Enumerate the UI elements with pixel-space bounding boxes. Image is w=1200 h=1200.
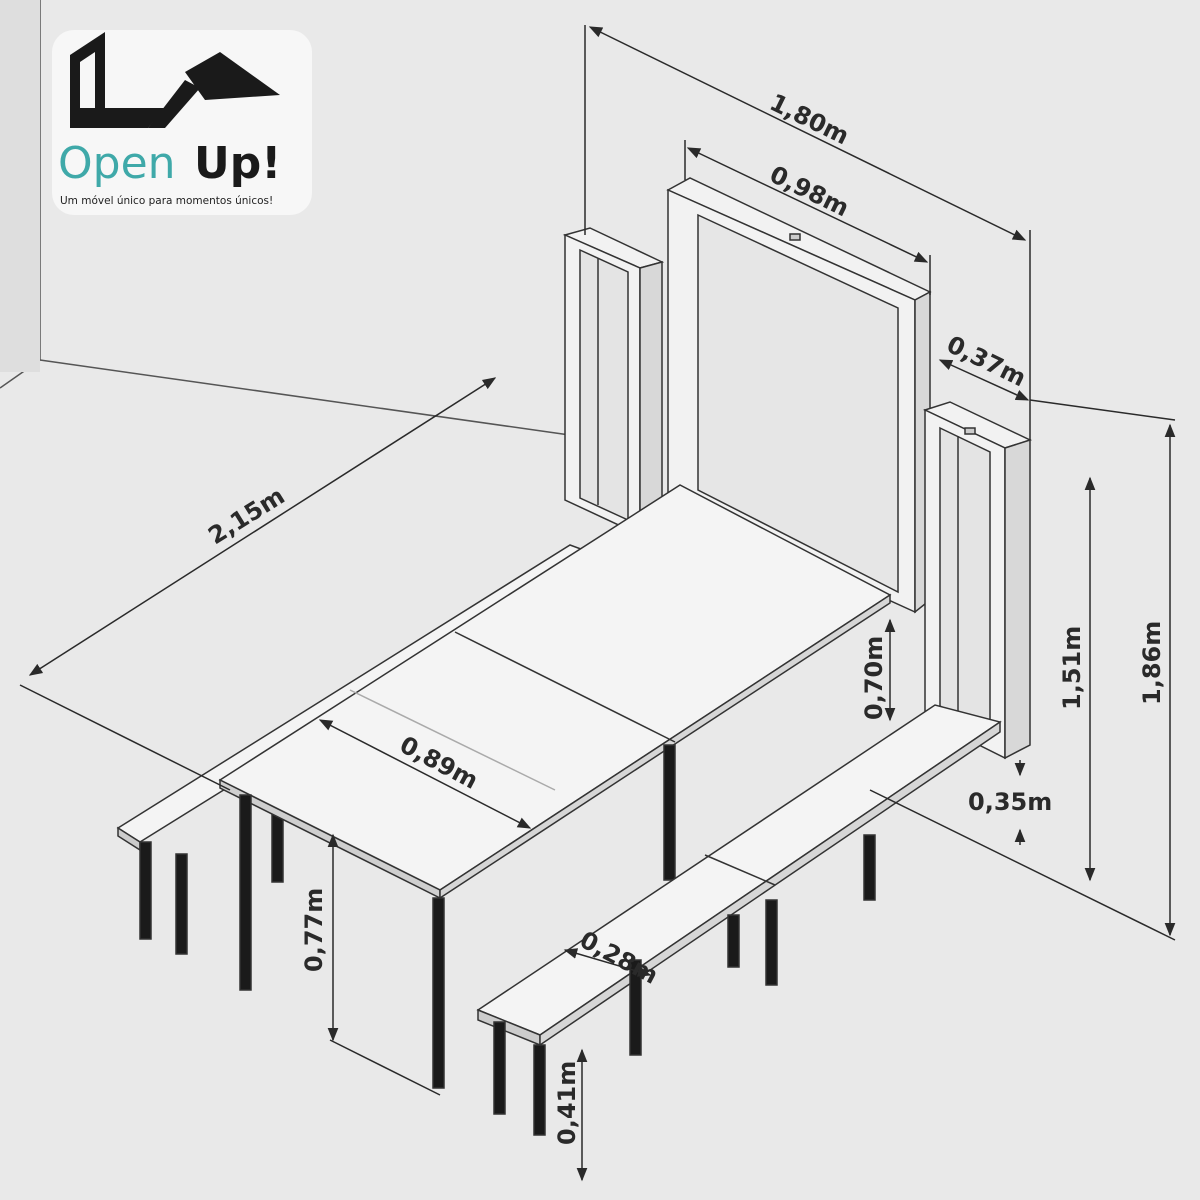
dim-label-total-width: 1,80m (765, 88, 853, 150)
right-cabinet (922, 401, 1033, 760)
logo-tagline: Um móvel único para momentos únicos! (60, 195, 273, 207)
dim-label-cabinet-depth: 0,37m (942, 330, 1030, 392)
dim-label-bench-offset: 0,35m (968, 788, 1052, 816)
dim-label-headboard-height: 0,70m (860, 636, 888, 720)
dim-label-bench-height: 0,41m (553, 1061, 581, 1145)
dim-label-table-height: 0,77m (300, 888, 328, 972)
dimension-lines (19, 25, 1176, 1182)
dim-label-frame-width: 0,98m (765, 160, 853, 222)
dim-label-total-height: 1,86m (1138, 621, 1166, 705)
logo-mark (70, 32, 280, 128)
center-frame (666, 177, 932, 614)
left-cabinet (562, 227, 665, 537)
logo-open-text: Open (58, 138, 176, 189)
logo-up-text: Up! (194, 138, 281, 189)
dim-label-table-length: 2,15m (203, 482, 289, 550)
openup-logo: Open Up! Um móvel único para momentos ún… (52, 30, 312, 215)
room-lines (0, 0, 641, 446)
dim-label-mid-height: 1,51m (1058, 626, 1086, 710)
